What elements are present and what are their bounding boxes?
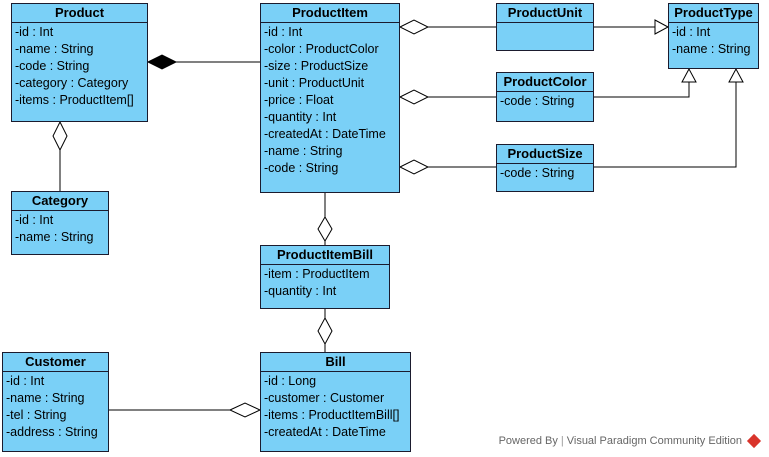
class-name: ProductSize — [497, 145, 593, 164]
class-name: ProductUnit — [497, 4, 593, 23]
attribute: -id : Int — [15, 213, 54, 227]
generalization-arrow — [681, 67, 697, 83]
attribute: -tel : String — [6, 408, 67, 422]
watermark-separator: | — [560, 435, 564, 447]
attribute: -price : Float — [264, 93, 334, 107]
attribute: -unit : ProductUnit — [264, 76, 365, 90]
visual-paradigm-logo-icon — [746, 433, 762, 449]
attribute: -name : String — [15, 42, 94, 56]
generalization-arrow — [728, 67, 744, 83]
attribute: -category : Category — [15, 76, 129, 90]
attribute: -id : Int — [672, 25, 711, 39]
attribute: -customer : Customer — [264, 391, 385, 405]
attribute: -createdAt : DateTime — [264, 127, 386, 141]
class-productitembill[interactable]: ProductItemBill -item : ProductItem -qua… — [260, 245, 390, 309]
watermark: Powered By | Visual Paradigm Community E… — [498, 433, 762, 449]
watermark-product: Visual Paradigm Community Edition — [566, 435, 742, 447]
attribute: -code : String — [15, 59, 90, 73]
class-name: ProductItem — [261, 4, 399, 23]
attribute: -code : String — [500, 166, 575, 180]
attribute: -items : ProductItem[] — [15, 93, 134, 107]
attribute: -code : String — [500, 94, 575, 108]
generalization-arrow — [654, 19, 670, 35]
attribute: -id : Int — [264, 25, 303, 39]
class-name: Product — [12, 4, 147, 23]
class-productcolor[interactable]: ProductColor -code : String — [496, 72, 594, 122]
class-name: Bill — [261, 353, 410, 372]
aggregation-diamond — [398, 159, 430, 175]
attribute: -size : ProductSize — [264, 59, 369, 73]
class-name: ProductColor — [497, 73, 593, 92]
class-name: ProductType — [669, 4, 758, 23]
class-customer[interactable]: Customer -id : Int -name : String -tel :… — [2, 352, 109, 452]
class-name: Customer — [3, 353, 108, 372]
generalization-productcolor — [594, 82, 690, 98]
attribute: -color : ProductColor — [264, 42, 379, 56]
aggregation-diamond — [317, 316, 333, 346]
class-producttype[interactable]: ProductType -id : Int -name : String — [668, 3, 759, 69]
class-productitem[interactable]: ProductItem -id : Int -color : ProductCo… — [260, 3, 400, 193]
class-bill[interactable]: Bill -id : Long -customer : Customer -it… — [260, 352, 411, 452]
class-name: ProductItemBill — [261, 246, 389, 265]
composition-diamond — [146, 54, 178, 70]
attribute: -code : String — [264, 161, 339, 175]
attribute: -quantity : Int — [264, 284, 337, 298]
attribute: -id : Int — [15, 25, 54, 39]
class-productunit[interactable]: ProductUnit — [496, 3, 594, 51]
attribute: -quantity : Int — [264, 110, 337, 124]
attribute: -items : ProductItemBill[] — [264, 408, 400, 422]
attribute: -id : Int — [6, 374, 45, 388]
class-product[interactable]: Product -id : Int -name : String -code :… — [11, 3, 148, 122]
aggregation-diamond — [317, 216, 333, 242]
attribute: -name : String — [264, 144, 343, 158]
class-category[interactable]: Category -id : Int -name : String — [11, 191, 109, 255]
attribute: -id : Long — [264, 374, 317, 388]
attribute: -name : String — [6, 391, 85, 405]
attribute: -name : String — [15, 230, 94, 244]
watermark-powered-by: Powered By — [498, 435, 558, 447]
aggregation-diamond — [228, 402, 262, 418]
attribute: -address : String — [6, 425, 98, 439]
aggregation-diamond — [398, 89, 430, 105]
attribute: -name : String — [672, 42, 751, 56]
aggregation-diamond — [52, 120, 68, 152]
class-name: Category — [12, 192, 108, 211]
aggregation-diamond — [398, 19, 430, 35]
generalization-productsize — [594, 82, 737, 168]
attribute: -createdAt : DateTime — [264, 425, 386, 439]
attribute: -item : ProductItem — [264, 267, 370, 281]
class-productsize[interactable]: ProductSize -code : String — [496, 144, 594, 192]
